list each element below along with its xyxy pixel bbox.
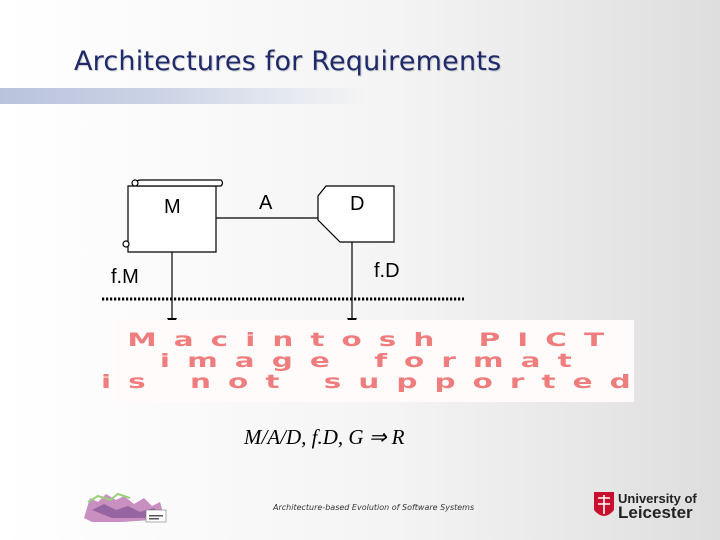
a-label: A xyxy=(259,192,273,214)
placeholder-line-2: image format xyxy=(159,349,589,372)
d-label: D xyxy=(350,193,365,215)
university-crest-icon xyxy=(594,492,614,516)
m-label: M xyxy=(164,196,181,218)
slide-title: Architectures for Requirements xyxy=(74,46,502,77)
university-name-line-2: Leicester xyxy=(618,503,693,522)
conference-logo xyxy=(84,492,167,523)
fd-label: f.D xyxy=(374,260,400,282)
placeholder-line-1: Macintosh PICT xyxy=(127,328,621,351)
placeholder-line-3: is not supported xyxy=(100,370,648,393)
requirements-formula: M/A/D, f.D, G ⇒ R xyxy=(244,425,405,449)
d-box xyxy=(317,185,395,243)
m-scroll-box xyxy=(122,179,224,253)
fm-label: f.M xyxy=(111,266,139,288)
title-underline-bar xyxy=(0,88,372,104)
university-name-line-1: University of xyxy=(618,491,697,506)
footer-text: Architecture-based Evolution of Software… xyxy=(273,503,475,512)
unsupported-image-placeholder: Macintosh PICT image format is not suppo… xyxy=(101,320,634,402)
